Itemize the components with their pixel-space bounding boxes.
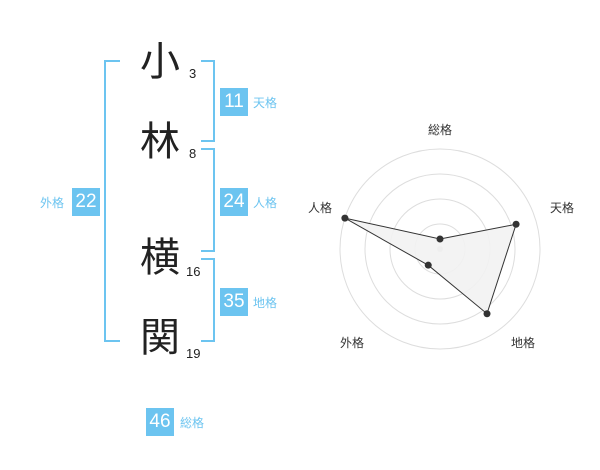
radar-label-jinkaku: 人格 <box>308 201 333 215</box>
name-char-3: 横 <box>140 235 180 281</box>
radar-point-3 <box>424 261 432 269</box>
chikaku-bracket <box>201 258 215 342</box>
stroke-count-3: 16 <box>186 264 201 279</box>
tenkaku-bracket <box>201 60 215 142</box>
gaikaku-label: 外格 <box>40 196 65 210</box>
stroke-count-2: 8 <box>189 146 197 161</box>
radar-label-gaikaku: 外格 <box>340 336 365 350</box>
radar-grid-ring <box>339 148 541 350</box>
radar-label-tenkaku: 天格 <box>550 201 575 215</box>
stroke-count-1: 3 <box>189 66 197 81</box>
jinkaku-label: 人格 <box>253 196 278 210</box>
jinkaku-value: 24 <box>220 188 248 216</box>
radar-grid-ring <box>364 173 516 325</box>
radar-point-4 <box>341 214 349 222</box>
gaikaku-bracket <box>104 60 120 342</box>
stroke-count-4: 19 <box>186 346 201 361</box>
radar-label-chikaku: 地格 <box>511 336 536 350</box>
radar-label-soukaku: 総格 <box>428 123 453 137</box>
name-char-1: 小 <box>140 39 180 85</box>
radar-point-0 <box>436 235 444 243</box>
tenkaku-label: 天格 <box>253 96 278 110</box>
jinkaku-bracket <box>201 148 215 252</box>
gaikaku-value: 22 <box>72 188 100 216</box>
chikaku-value: 35 <box>220 288 248 316</box>
name-char-2: 林 <box>140 119 180 165</box>
soukaku-value: 46 <box>146 408 174 436</box>
tenkaku-value: 11 <box>220 88 248 116</box>
soukaku-label: 総格 <box>180 416 205 430</box>
radar-point-1 <box>512 220 520 228</box>
radar-point-2 <box>483 310 491 318</box>
name-char-4: 関 <box>140 315 180 361</box>
chikaku-label: 地格 <box>253 296 278 310</box>
